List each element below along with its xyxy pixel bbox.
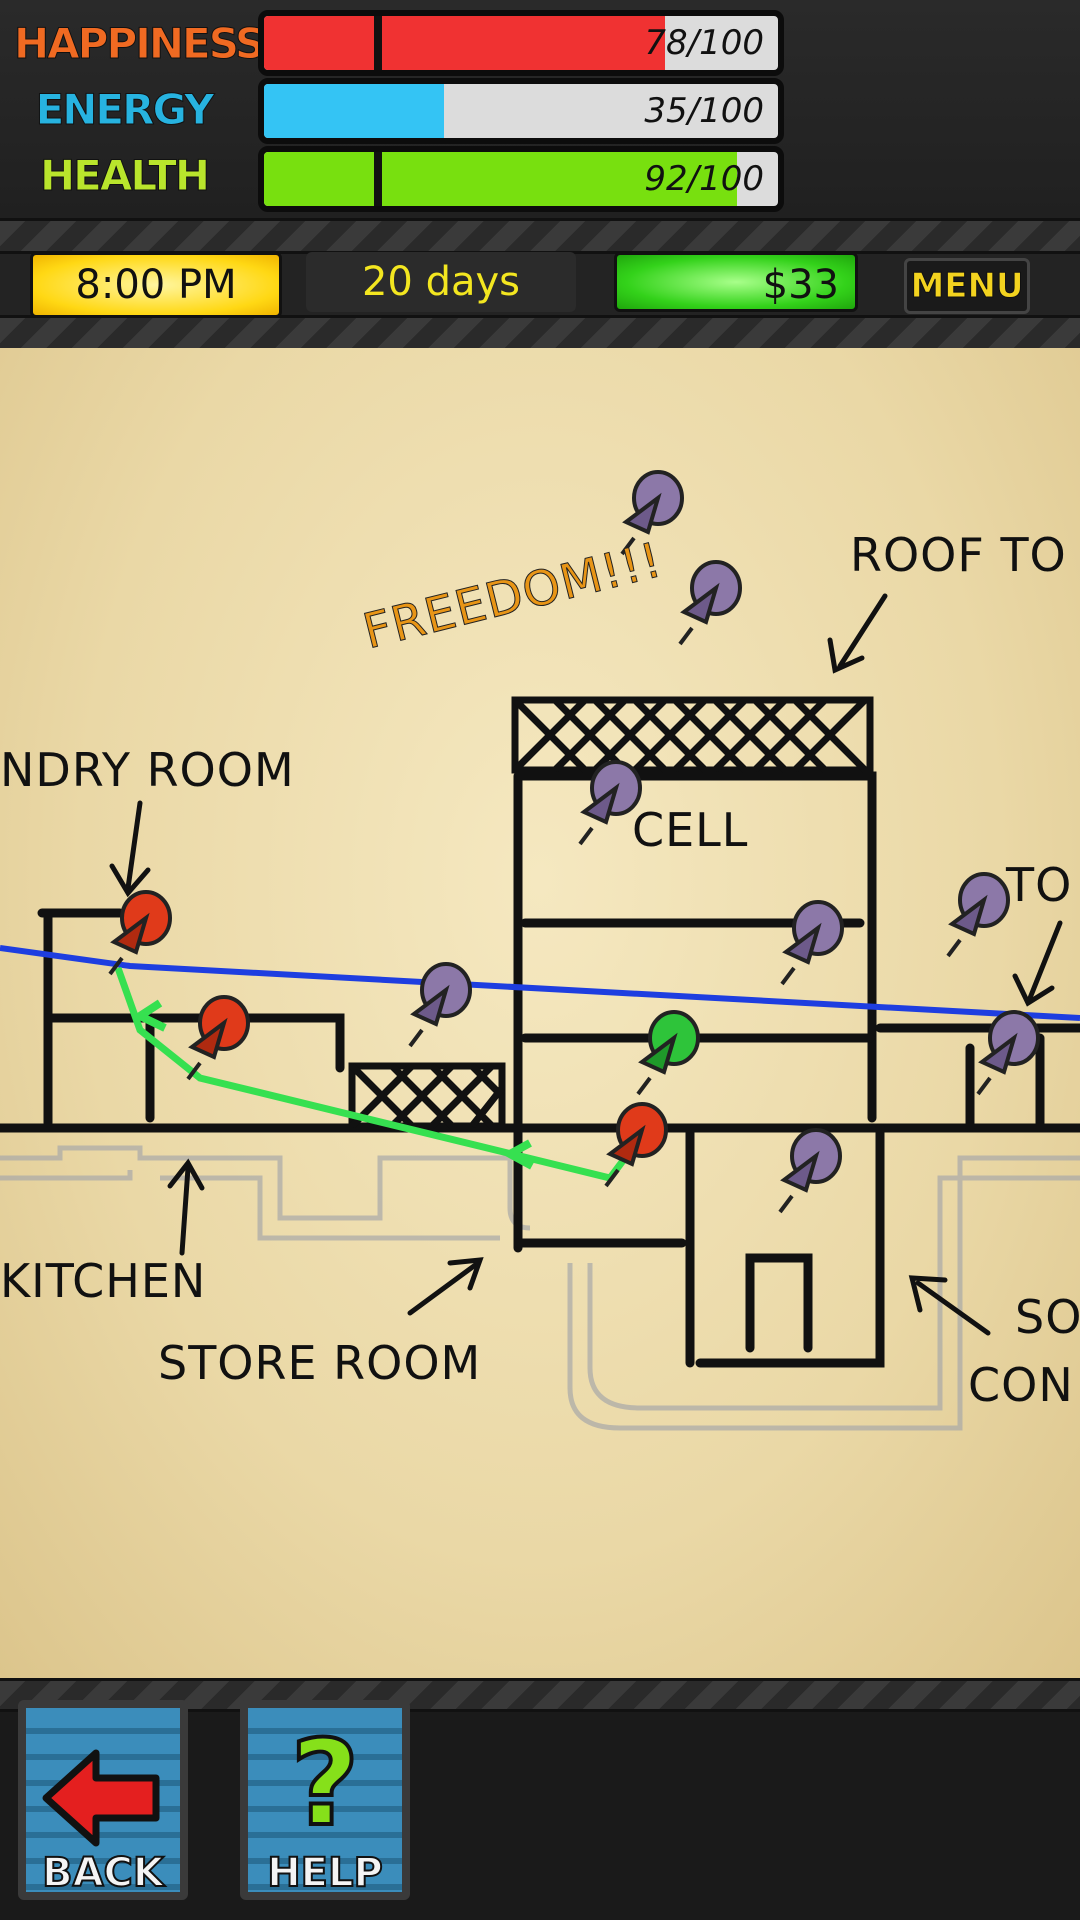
happiness-label: HAPPINESS xyxy=(14,19,266,69)
health-bar-marker xyxy=(374,152,382,206)
health-value: 92/100 xyxy=(644,159,764,199)
health-bar-fill xyxy=(264,152,737,206)
back-arrow-icon xyxy=(42,1749,160,1847)
stats-panel: HAPPINESS 78/100 ENERGY 35/100 HEALTH 92… xyxy=(0,0,1080,218)
pin-purple-icon[interactable] xyxy=(670,558,750,652)
energy-bar-fill xyxy=(264,84,444,138)
pin-purple-icon[interactable] xyxy=(772,898,852,992)
back-button[interactable]: BACK xyxy=(18,1700,188,1900)
energy-value: 35/100 xyxy=(644,91,764,131)
label-con: CON xyxy=(968,1358,1074,1412)
pin-purple-icon[interactable] xyxy=(770,1126,850,1220)
happiness-value: 78/100 xyxy=(644,23,764,63)
health-label: HEALTH xyxy=(40,151,211,201)
pin-green-icon[interactable] xyxy=(628,1008,708,1102)
pin-purple-icon[interactable] xyxy=(968,1008,1048,1102)
pin-purple-icon[interactable] xyxy=(570,758,650,852)
pin-red-icon[interactable] xyxy=(178,993,258,1087)
money-display: $33 xyxy=(614,252,858,312)
label-store-room: STORE ROOM xyxy=(158,1336,482,1390)
label-so: SO xyxy=(1015,1290,1080,1344)
pin-red-icon[interactable] xyxy=(100,888,180,982)
label-kitchen: KITCHEN xyxy=(0,1254,207,1308)
label-cell: CELL xyxy=(632,803,749,857)
help-label: HELP xyxy=(266,1849,384,1897)
help-button[interactable]: ? HELP xyxy=(240,1700,410,1900)
happiness-bar-marker xyxy=(374,16,382,70)
menu-button[interactable]: MENU xyxy=(904,258,1030,314)
hud-bottom-stripe xyxy=(0,315,1080,351)
health-bar: 92/100 xyxy=(258,146,784,212)
pin-purple-icon[interactable] xyxy=(612,468,692,562)
question-mark-icon: ? xyxy=(289,1712,361,1854)
map-drawing xyxy=(0,593,1080,1431)
back-label: BACK xyxy=(41,1849,165,1897)
label-to: TO xyxy=(1006,858,1073,912)
pin-purple-icon[interactable] xyxy=(938,870,1018,964)
happiness-bar: 78/100 xyxy=(258,10,784,76)
label-laundry-room: NDRY ROOM xyxy=(0,743,295,797)
route-blue xyxy=(0,945,1080,1021)
prison-map[interactable]: FREEDOM!!! ROOF TO NDRY ROOM CELL TO KIT… xyxy=(0,348,1080,1678)
pin-red-icon[interactable] xyxy=(596,1100,676,1194)
time-display: 8:00 PM xyxy=(30,252,282,318)
label-roof-top: ROOF TO xyxy=(850,528,1067,582)
energy-bar: 35/100 xyxy=(258,78,784,144)
days-display: 20 days xyxy=(306,252,576,312)
energy-label: ENERGY xyxy=(35,85,215,135)
happiness-bar-fill xyxy=(264,16,665,70)
pin-purple-icon[interactable] xyxy=(400,960,480,1054)
hud-top-stripe xyxy=(0,218,1080,254)
